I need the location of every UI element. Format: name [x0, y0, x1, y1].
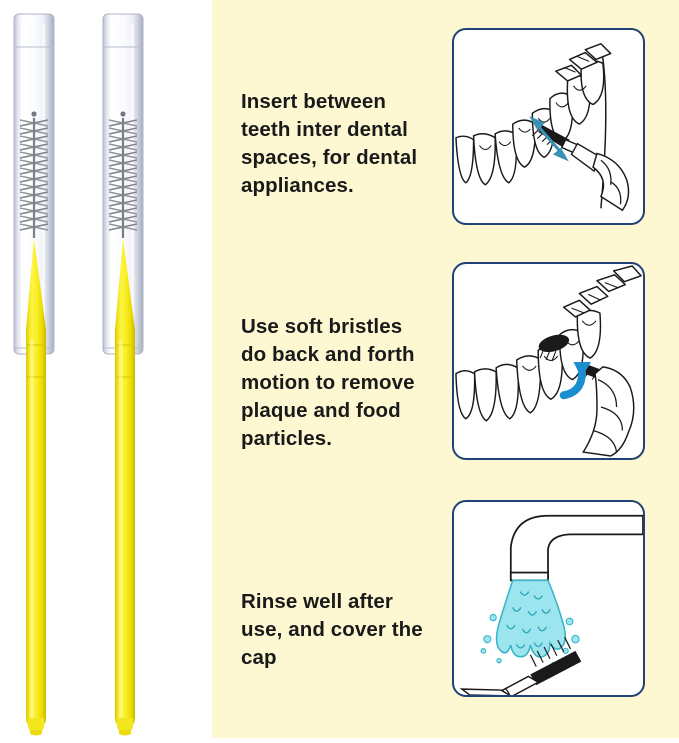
step-3-illustration-panel — [452, 500, 645, 697]
step-1-text: Insert between teeth inter dental spaces… — [241, 90, 418, 197]
water-stream — [480, 579, 580, 668]
step-2-text: Use soft bristles do back and forth moti… — [241, 315, 415, 450]
step-1-illustration-panel — [452, 28, 645, 225]
back-and-forth-motion-illustration — [455, 265, 642, 457]
brush-drawing — [13, 13, 55, 736]
curved-arrow-icon — [559, 361, 592, 400]
interdental-brush-right — [95, 0, 155, 738]
brush-being-rinsed — [459, 636, 582, 695]
step-3-text: Rinse well after use, and cover the cap — [241, 590, 423, 669]
brush-drawing — [102, 13, 144, 736]
faucet-icon — [509, 514, 643, 580]
step-2-illustration-panel — [452, 262, 645, 460]
insert-between-teeth-illustration — [455, 43, 630, 212]
rinse-under-faucet-illustration — [459, 514, 643, 695]
interdental-brush-left — [6, 0, 66, 738]
double-headed-arrow-icon — [529, 116, 569, 162]
brush-head — [531, 125, 630, 212]
